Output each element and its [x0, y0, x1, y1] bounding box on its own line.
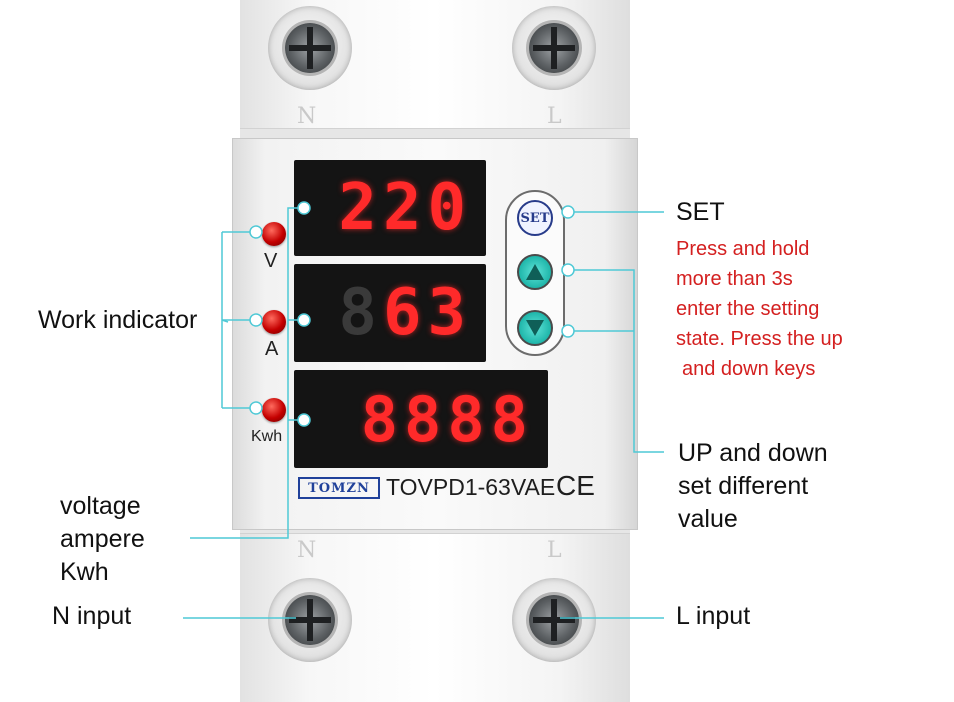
- set-desc-line: enter the setting: [676, 298, 820, 320]
- set-desc-line: state. Press the up: [676, 328, 843, 350]
- voltage-display: 220: [294, 160, 486, 256]
- voltage-label: voltage: [60, 492, 141, 520]
- set-annotation-title: SET: [676, 198, 725, 226]
- reading-types-label: voltage ampere Kwh: [60, 490, 145, 589]
- up-button[interactable]: [517, 254, 553, 290]
- n-input-label: N input: [52, 602, 132, 630]
- energy-readout: 8888: [360, 382, 534, 456]
- updown-line: UP and down: [678, 439, 828, 467]
- work-indicator-label: Work indicator: [38, 306, 198, 334]
- l-input-label: L input: [676, 602, 751, 630]
- energy-display: 8888: [294, 370, 548, 468]
- top-n-terminal: [268, 6, 352, 90]
- brand-logo: TOMZN: [298, 477, 380, 499]
- ce-mark: CE: [556, 470, 595, 501]
- triangle-up-icon: [526, 264, 544, 280]
- a-indicator-label: A: [265, 338, 279, 360]
- triangle-down-icon: [526, 320, 544, 336]
- set-button-label: SET: [520, 210, 550, 226]
- kwh-indicator-label: Kwh: [251, 428, 283, 445]
- kwh-label: Kwh: [60, 558, 109, 586]
- set-annotation-description: Press and hold more than 3s enter the se…: [676, 234, 843, 384]
- screw-icon: [529, 23, 579, 73]
- screw-icon: [285, 23, 335, 73]
- bottom-n-terminal: [268, 578, 352, 662]
- top-l-label: L: [547, 104, 562, 129]
- top-n-label: N: [297, 104, 317, 129]
- screw-icon: [529, 595, 579, 645]
- energy-indicator-led: [262, 398, 286, 422]
- set-desc-line: and down keys: [682, 358, 816, 380]
- updown-line: set different: [678, 472, 809, 500]
- current-readout: 63: [382, 276, 472, 350]
- ampere-label: ampere: [60, 525, 145, 553]
- voltage-readout: 220: [338, 171, 472, 245]
- model-number: TOVPD1-63VAE: [386, 474, 556, 500]
- set-desc-line: Press and hold: [676, 238, 810, 260]
- current-ghost-digit: 8: [338, 276, 383, 350]
- screw-icon: [285, 595, 335, 645]
- current-indicator-led: [262, 310, 286, 334]
- key-panel: SET: [505, 190, 565, 356]
- set-desc-line: more than 3s: [676, 268, 793, 290]
- updown-line: value: [678, 505, 738, 533]
- voltage-indicator-led: [262, 222, 286, 246]
- bottom-n-label: N: [297, 538, 317, 563]
- down-button[interactable]: [517, 310, 553, 346]
- v-indicator-label: V: [264, 250, 278, 272]
- top-l-terminal: [512, 6, 596, 90]
- bottom-l-terminal: [512, 578, 596, 662]
- set-button[interactable]: SET: [517, 200, 553, 236]
- updown-annotation: UP and down set different value: [678, 437, 828, 536]
- bottom-l-label: L: [547, 538, 562, 563]
